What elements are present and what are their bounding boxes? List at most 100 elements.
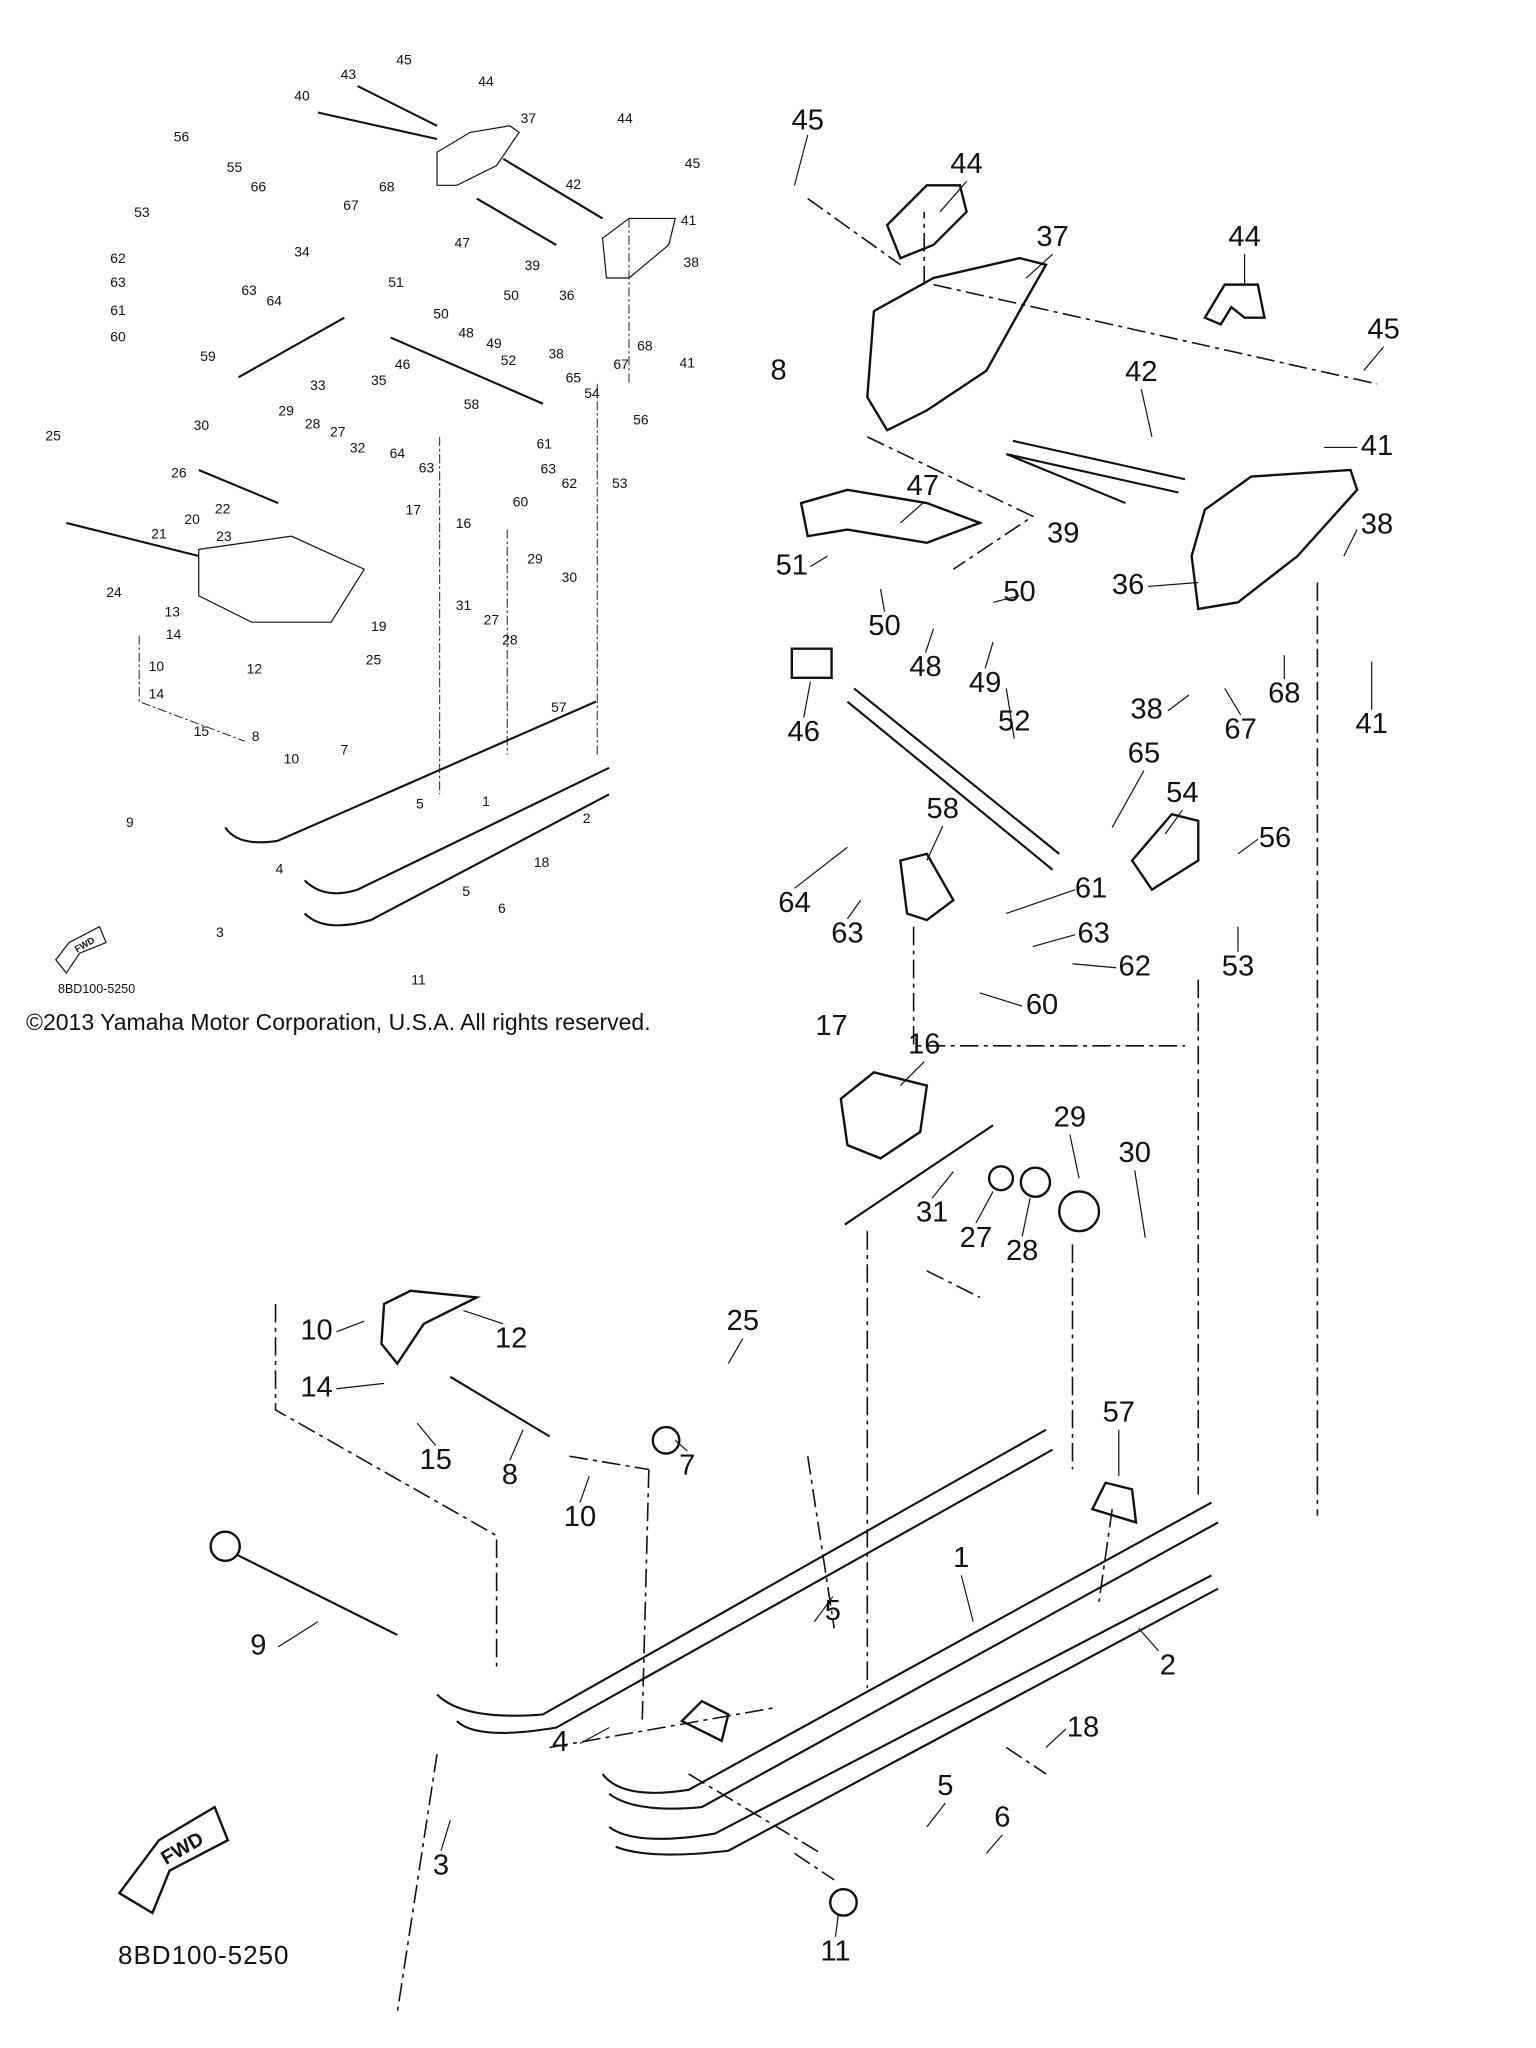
callout-small-part-16: 16 [456, 515, 472, 531]
callout-small-part-3: 3 [216, 924, 224, 940]
callout-small-part-23: 23 [216, 528, 232, 544]
callout-small-part-47: 47 [454, 234, 470, 250]
callout-small-part-54: 54 [584, 385, 600, 401]
callout-large-part-36: 36 [1112, 569, 1144, 601]
callout-large-part-25: 25 [727, 1305, 759, 1337]
shaft-42 [1006, 439, 1186, 494]
callout-small-part-9: 9 [126, 814, 134, 830]
callout-small-part-39: 39 [525, 257, 541, 273]
slide-rail-1 [601, 1501, 1219, 1810]
small-bracket-37 [436, 125, 520, 186]
callout-large-part-17: 17 [815, 1010, 847, 1042]
callout-small-part-65: 65 [566, 369, 582, 385]
callout-small-part-63: 63 [241, 282, 257, 298]
collar-28 [1019, 1166, 1052, 1198]
arm-46 [790, 647, 833, 680]
small-bracket-36 [601, 217, 677, 279]
slide-runner-2 [608, 1574, 1219, 1856]
callout-small-part-24: 24 [106, 584, 122, 600]
stopper-44b [1203, 283, 1266, 326]
callout-large-part-63: 63 [1077, 917, 1109, 949]
callout-small-part-10: 10 [149, 658, 165, 674]
callout-small-part-63: 63 [419, 459, 435, 475]
callout-small-part-62: 62 [110, 250, 126, 266]
callout-small-part-28: 28 [305, 416, 321, 432]
callout-small-part-57: 57 [551, 699, 567, 715]
callout-small-part-60: 60 [513, 494, 529, 510]
callout-small-part-44: 44 [617, 110, 633, 126]
callout-small-part-32: 32 [350, 439, 366, 455]
callout-small-part-67: 67 [343, 197, 359, 213]
callout-small-part-58: 58 [464, 396, 480, 412]
callout-large-part-57: 57 [1103, 1397, 1135, 1429]
bolt-9-head [209, 1530, 241, 1563]
callout-large-part-64: 64 [778, 887, 810, 919]
callout-small-part-48: 48 [458, 324, 474, 340]
callout-large-part-39: 39 [1047, 518, 1079, 550]
callout-small-part-37: 37 [521, 110, 537, 126]
small-shafts-top [317, 85, 604, 246]
callout-small-part-10: 10 [284, 751, 300, 767]
callout-large-part-30: 30 [1119, 1137, 1151, 1169]
leader-lines-large [277, 134, 1385, 1937]
small-rails [224, 700, 610, 927]
callout-small-part-41: 41 [680, 355, 696, 371]
bolt-9 [211, 1541, 398, 1636]
callout-large-part-41: 41 [1355, 708, 1387, 740]
callout-small-part-25: 25 [45, 428, 61, 444]
callout-large-part-45: 45 [1367, 314, 1399, 346]
bracket-54 [1130, 812, 1200, 892]
callout-small-part-43: 43 [341, 66, 357, 82]
callout-small-part-63: 63 [541, 461, 557, 477]
arm-12 [380, 1289, 481, 1366]
callout-large-part-42: 42 [1125, 356, 1157, 388]
callout-small-part-29: 29 [278, 402, 294, 418]
callout-small-part-45: 45 [685, 155, 701, 171]
callout-small-part-41: 41 [681, 212, 697, 228]
callout-large-part-5: 5 [825, 1595, 841, 1627]
callout-small-part-45: 45 [396, 52, 412, 68]
callout-small-part-46: 46 [395, 356, 411, 372]
callout-small-part-12: 12 [247, 661, 263, 677]
callout-small-part-40: 40 [294, 87, 310, 103]
callout-small-part-27: 27 [330, 424, 346, 440]
part-number-large: 8BD100-5250 [118, 1940, 290, 1970]
callout-large-part-12: 12 [495, 1322, 527, 1354]
arm-47 [799, 488, 984, 545]
callout-small-part-56: 56 [633, 412, 649, 428]
callout-large-part-7: 7 [679, 1450, 695, 1482]
callout-small-part-42: 42 [566, 176, 582, 192]
callout-small-part-27: 27 [484, 612, 500, 628]
callout-small-part-61: 61 [110, 302, 126, 318]
callout-large-part-5: 5 [937, 1770, 953, 1802]
callout-small-part-30: 30 [194, 417, 210, 433]
callout-large-part-51: 51 [776, 549, 808, 581]
small-guide-lines [138, 218, 630, 795]
callout-large-part-28: 28 [1006, 1235, 1038, 1267]
callout-small-part-15: 15 [194, 723, 210, 739]
callout-small-part-60: 60 [110, 328, 126, 344]
cap-29 [1058, 1190, 1101, 1233]
callout-large-part-44: 44 [1228, 221, 1260, 253]
block-16 [839, 1071, 929, 1160]
callout-large-part-8: 8 [502, 1459, 518, 1491]
small-frame [198, 535, 366, 623]
callout-small-part-28: 28 [502, 631, 518, 647]
callout-small-part-50: 50 [503, 287, 519, 303]
callout-small-part-68: 68 [379, 179, 395, 195]
callout-large-part-2: 2 [1160, 1649, 1176, 1681]
callout-small-part-67: 67 [613, 356, 629, 372]
bumper-4 [679, 1699, 730, 1743]
callout-small-part-34: 34 [294, 244, 310, 260]
callout-small-part-5: 5 [462, 883, 470, 899]
callout-large-part-16: 16 [908, 1029, 940, 1061]
callout-large-part-31: 31 [916, 1197, 948, 1229]
callout-large-part-60: 60 [1026, 989, 1058, 1021]
bracket-36 [1190, 468, 1359, 611]
callout-small-part-6: 6 [498, 900, 506, 916]
callout-small-part-52: 52 [501, 352, 517, 368]
callout-small-part-51: 51 [388, 274, 404, 290]
callout-large-part-8: 8 [770, 355, 786, 387]
